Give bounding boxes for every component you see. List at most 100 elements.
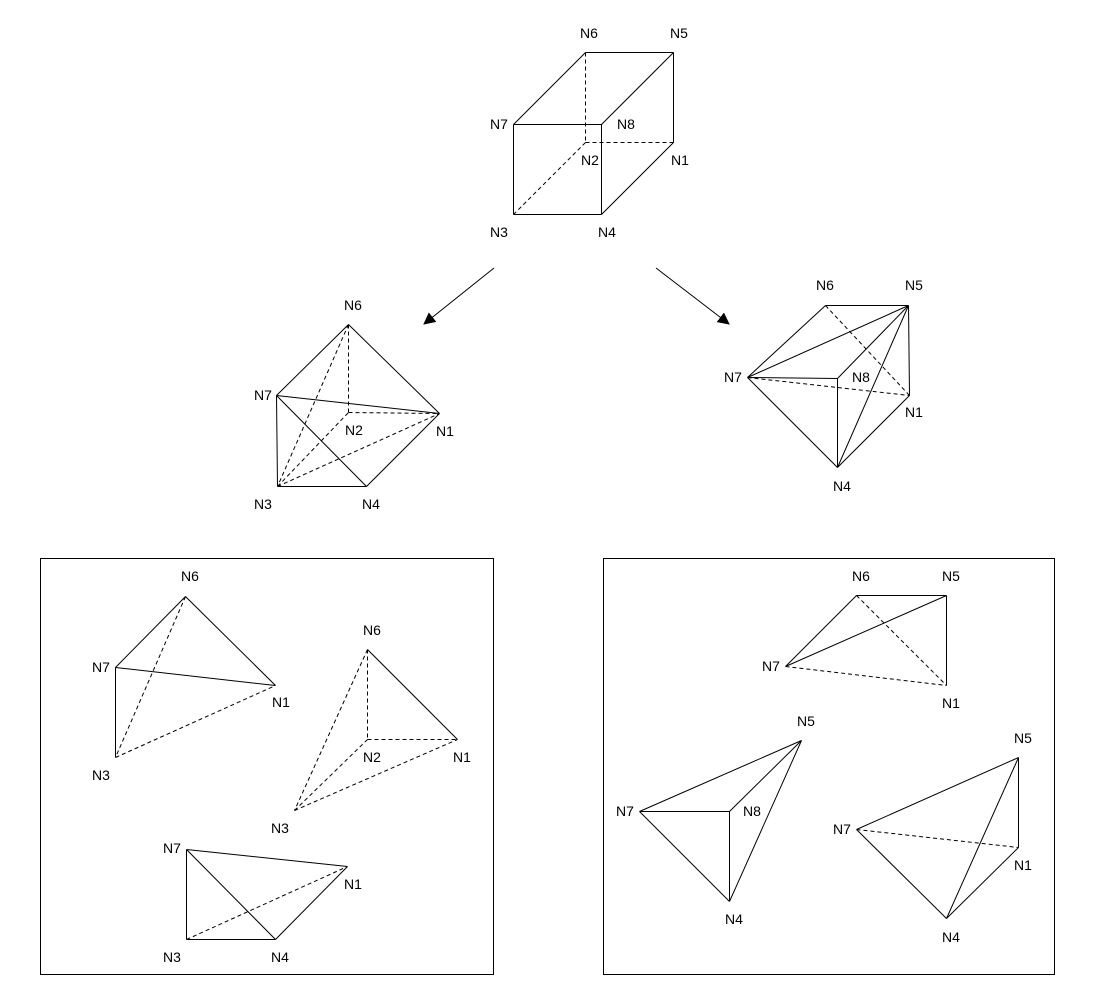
node-label-n4: N4 [271,949,289,965]
node-label-n6: N6 [816,277,834,293]
node-label-n1: N1 [671,152,689,168]
edge-n4-n1 [366,413,440,487]
node-label-n7: N7 [490,116,508,132]
edge-n7-n6 [513,52,586,125]
hidden-edge-n3-n1 [294,739,458,811]
hidden-edge-n7-n1 [747,377,910,396]
edge-n5-n4 [946,757,1019,919]
hidden-edge-n3-n1 [277,413,440,487]
hidden-edge-n7-n1 [856,829,1019,848]
node-label-n1: N1 [436,423,454,439]
edge-n7-n4 [639,811,730,902]
edge-n4-n5 [837,305,909,468]
hidden-edge-n3-n1 [115,685,276,758]
node-label-n7: N7 [833,821,851,837]
arrow-right [655,267,730,325]
node-label-n5: N5 [1014,730,1032,746]
hidden-edge-n6-n3 [277,324,349,487]
node-label-n7: N7 [762,658,780,674]
edge-n7-n4 [186,849,276,940]
hidden-edge-n6-n1 [856,595,947,686]
edge-n5-n1 [908,305,910,396]
node-label-n5: N5 [905,277,923,293]
hidden-edge-n7-n1 [785,666,947,686]
edge-n7-n5 [785,595,947,667]
right-group-box [603,558,1055,975]
node-label-n6: N6 [344,297,362,313]
node-label-n6: N6 [852,568,870,584]
edge-n4-n1 [946,847,1019,919]
node-label-n4: N4 [833,478,851,494]
hidden-edge-n3-n1 [186,866,348,940]
edge-n4-n1 [275,866,348,940]
node-label-n1: N1 [272,694,290,710]
edge-n7-n5 [747,305,909,378]
hidden-edge-n6-n3 [115,596,186,758]
node-label-n5: N5 [942,568,960,584]
node-label-n4: N4 [725,911,743,927]
node-label-n3: N3 [163,949,181,965]
node-label-n7: N7 [724,369,742,385]
edge-n6-n7 [115,596,186,668]
node-label-n8: N8 [852,369,870,385]
node-label-n2: N2 [345,422,363,438]
node-label-n1: N1 [942,695,960,711]
edge-n7-n1 [115,667,276,686]
node-label-n5: N5 [670,25,688,41]
left-group-box [40,558,494,975]
node-label-n1: N1 [1014,857,1032,873]
edge-n8-n5 [729,740,802,812]
edge-n6-n7 [747,305,826,378]
edge-n7-n5 [856,757,1019,830]
node-label-n2: N2 [581,152,599,168]
hidden-edge-n2-n3 [513,142,586,215]
hidden-edge-n3-n2 [277,412,349,487]
edge-n4-n1 [837,395,910,468]
edge-n7-n5 [639,740,802,812]
edge-n7-n1 [276,395,440,414]
hidden-edge-n2-n1 [348,412,440,414]
node-label-n5: N5 [797,713,815,729]
node-label-n8: N8 [743,803,761,819]
edge-n6-n1 [348,324,440,414]
node-label-n3: N3 [271,820,289,836]
node-label-n7: N7 [163,840,181,856]
node-label-n6: N6 [363,622,381,638]
edge-n7-n3 [276,395,278,487]
node-label-n4: N4 [942,929,960,945]
node-label-n1: N1 [344,876,362,892]
node-label-n7: N7 [92,659,110,675]
node-label-n3: N3 [254,496,272,512]
edge-n8-n5 [837,305,909,379]
edge-n6-n1 [367,649,458,740]
node-label-n3: N3 [490,224,508,240]
node-label-n2: N2 [363,749,381,765]
hidden-edge-n6-n3 [294,649,368,811]
node-label-n4: N4 [598,224,616,240]
edge-n7-n8 [747,377,838,379]
hidden-edge-n3-n2 [294,739,368,811]
node-label-n4: N4 [362,496,380,512]
node-label-n6: N6 [580,25,598,41]
node-label-n7: N7 [254,387,272,403]
edge-n6-n7 [785,595,857,667]
node-label-n3: N3 [92,767,110,783]
edge-n8-n5 [601,52,674,125]
node-label-n7: N7 [616,803,634,819]
arrow-left [423,267,495,325]
edge-n6-n1 [185,596,276,686]
edge-n7-n1 [186,849,348,867]
edge-n6-n7 [276,324,349,396]
node-label-n1: N1 [453,749,471,765]
node-label-n6: N6 [181,568,199,584]
